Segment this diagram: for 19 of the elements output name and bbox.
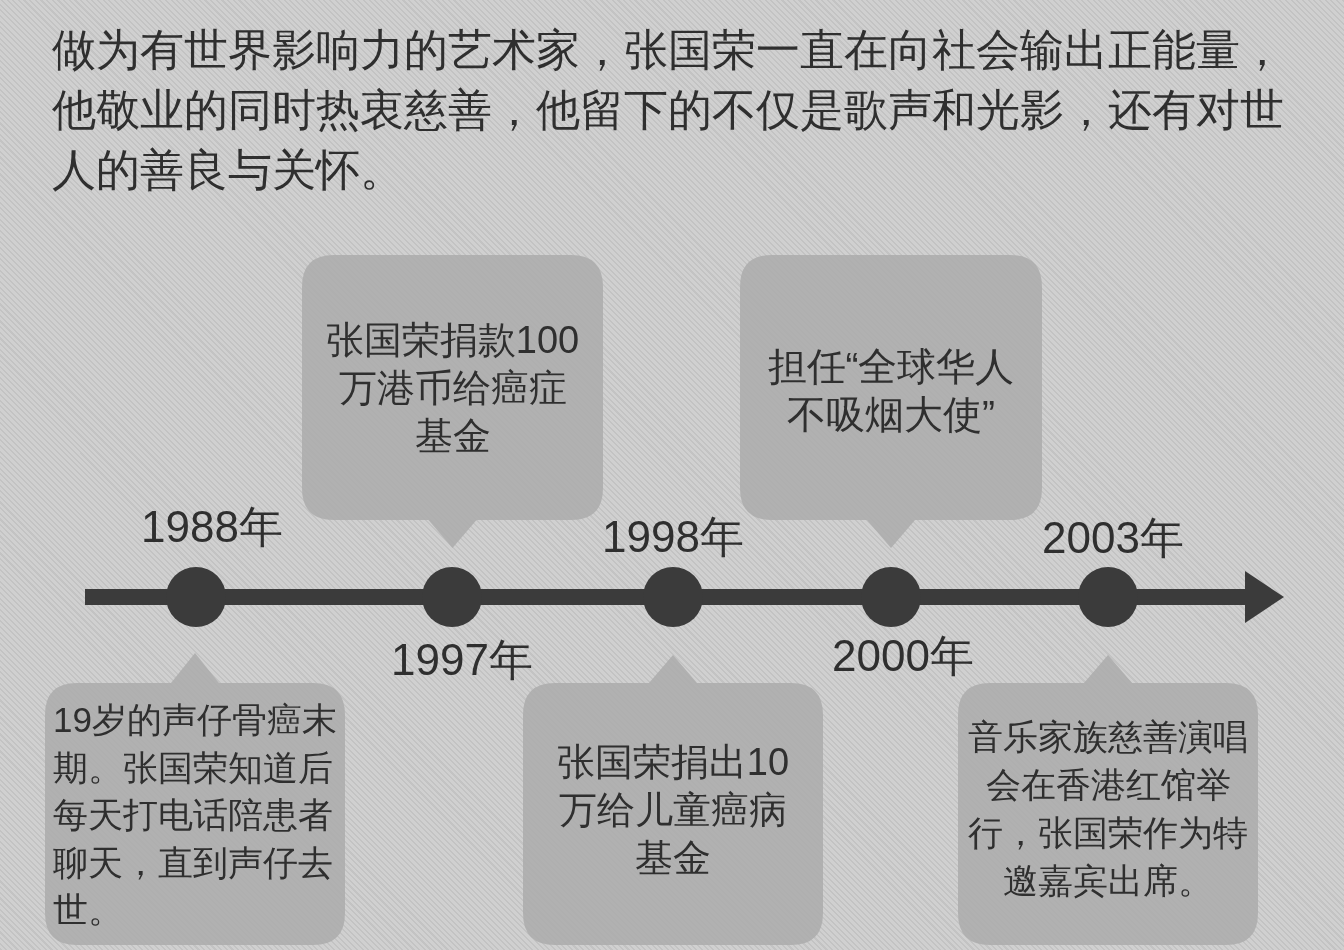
bubble-text: 担任“全球华人不吸烟大使” [766,344,1016,438]
bubble-text: 张国荣捐款100万港币给癌症基金 [324,318,581,459]
timeline-dot [643,567,703,627]
timeline-dot [1078,567,1138,627]
bubble-text: 音乐家族慈善演唱会在香港红馆举行，张国荣作为特邀嘉宾出席。 [967,716,1249,902]
timeline-dot [861,567,921,627]
speech-bubble [302,255,603,548]
intro-paragraph: 做为有世界影响力的艺术家，张国荣一直在向社会输出正能量，他敬业的同时热衷慈善，他留下的不仅是歌声和光影，还有对世人的善良与关怀。 [52,24,1285,196]
bubble-text: 19岁的声仔骨癌末期。张国荣知道后每天打电话陪患者聊天，直到声仔去世。 [53,699,338,931]
speech-bubble [45,653,345,945]
year-label: 1998年 [602,512,744,562]
year-label: 1988年 [141,502,283,552]
year-label: 1997年 [391,635,533,685]
timeline-dot [166,567,226,627]
timeline-dot [422,567,482,627]
bubble-text: 张国荣捐出10万给儿童癌病基金 [555,740,791,881]
speech-bubble [740,255,1042,548]
year-label: 2003年 [1042,513,1184,563]
year-label: 2000年 [832,631,974,681]
